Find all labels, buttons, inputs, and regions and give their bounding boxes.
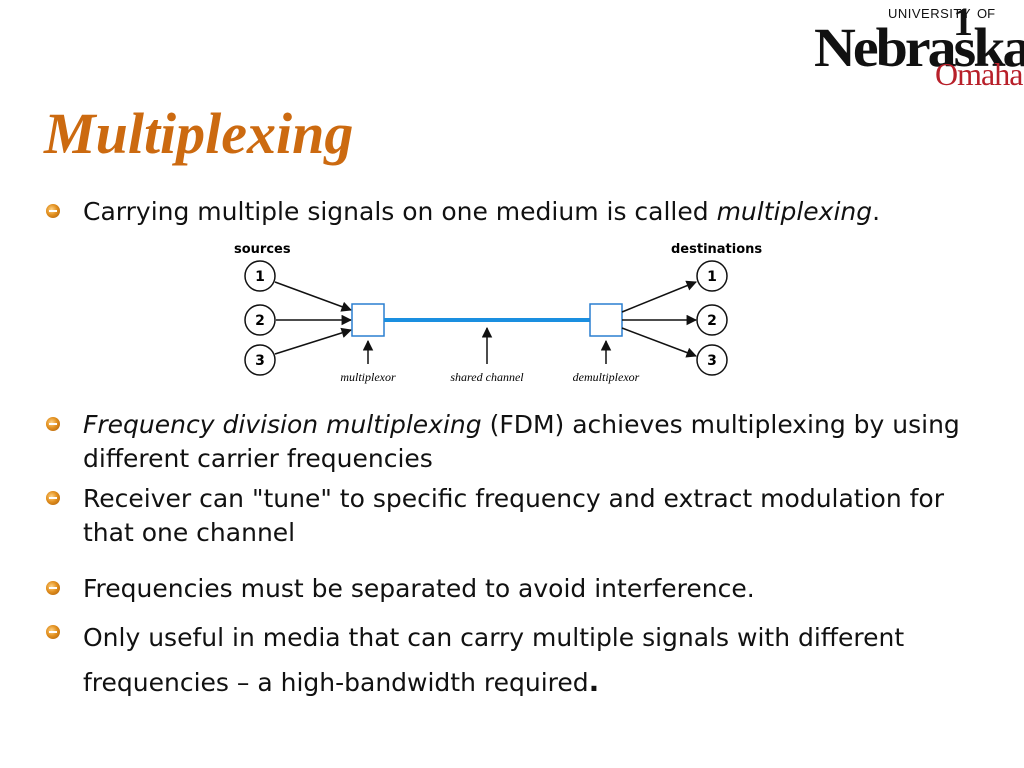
- demultiplexor-box: [589, 303, 623, 337]
- logo-one-text: 1: [953, 0, 973, 44]
- destination-arrow-3: [621, 327, 697, 358]
- multiplexor-label: multiplexor: [340, 370, 396, 384]
- destination-node-1-label: 1: [707, 269, 717, 285]
- source-node-2: [244, 304, 276, 336]
- destination-arrow-1: [621, 280, 697, 313]
- source-arrow-1: [274, 281, 352, 312]
- shared-channel-label: shared channel: [450, 370, 524, 384]
- multiplexor-box: [351, 303, 385, 337]
- bullet-text-1: Carrying multiple signals on one medium …: [83, 197, 881, 226]
- destination-node-3-label: 3: [707, 353, 717, 369]
- bullet-icon: [46, 417, 60, 431]
- destinations-label: destinations: [671, 242, 762, 257]
- slide-title: Multiplexing: [44, 101, 354, 166]
- bullet-text-4: Frequencies must be separated to avoid i…: [83, 574, 755, 603]
- sources-label: sources: [234, 242, 291, 257]
- logo-of-text: OF: [977, 6, 996, 21]
- source-node-2-label: 2: [255, 313, 265, 329]
- bullet-text-3: Receiver can "tune" to specific frequenc…: [83, 484, 945, 547]
- bullet-text-2: Frequency division multiplexing (FDM) ac…: [83, 410, 960, 473]
- logo-name-text: Nebraska: [814, 16, 1024, 79]
- bullet-icon: [46, 204, 60, 218]
- university-logo: UNIVERSITY 1 OF Nebraska Omaha: [810, 0, 1024, 92]
- bullet-icon: [46, 625, 60, 639]
- logo-university-text: UNIVERSITY: [888, 6, 972, 21]
- demultiplexor-label: demultiplexor: [573, 370, 640, 384]
- logo-campus-text: Omaha: [935, 56, 1023, 92]
- multiplexing-diagram: sources destinations 1 2 3 1 2 3 multipl…: [234, 242, 762, 384]
- destination-node-3: [696, 344, 728, 376]
- destination-node-1: [696, 260, 728, 292]
- source-node-3-label: 3: [255, 353, 265, 369]
- source-node-3: [244, 344, 276, 376]
- bullet-text-5: Only useful in media that can carry mult…: [83, 623, 905, 698]
- bullet-icon: [46, 491, 60, 505]
- destination-node-2-label: 2: [707, 313, 717, 329]
- source-node-1-label: 1: [255, 269, 265, 285]
- bullet-icon: [46, 581, 60, 595]
- destination-node-2: [696, 304, 728, 336]
- source-arrow-3: [274, 327, 353, 355]
- source-node-1: [244, 260, 276, 292]
